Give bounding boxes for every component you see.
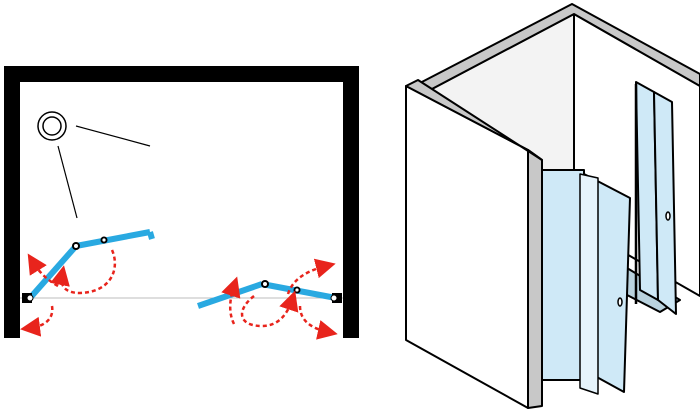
swing-arrow: [286, 258, 336, 295]
iso-front-wall-top: [405, 79, 543, 161]
plan-walls: [4, 66, 359, 338]
door-knob-icon: [617, 297, 623, 307]
shower-drain-icon: [37, 111, 67, 141]
swing-arrow: [241, 290, 299, 328]
swing-arrow: [221, 276, 241, 325]
hinge-pivot-icon: [22, 293, 34, 303]
left-door-panel-outer: [75, 229, 151, 249]
plan-wall-top: [4, 66, 359, 82]
plan-wall-left: [4, 66, 20, 338]
leader-line-door: [57, 145, 78, 219]
hinge-pivot-icon: [261, 280, 269, 288]
left-door-panel-inner: [27, 244, 79, 300]
hinge-pivot-icon: [72, 242, 80, 250]
swing-arrow: [298, 305, 338, 340]
iso-left-door-glass-mid: [579, 173, 599, 395]
plan-wall-right: [343, 66, 359, 338]
hinge-pivot-icon: [293, 286, 301, 294]
left-door: [20, 229, 155, 337]
swing-arrow: [50, 249, 117, 295]
leader-line-top: [75, 125, 151, 147]
iso-front-wall-edge: [527, 149, 543, 409]
plan-view: [4, 66, 359, 340]
hinge-pivot-icon: [330, 293, 342, 303]
swing-arrow: [20, 305, 54, 337]
iso-view: [405, 3, 700, 409]
hinge-pivot-icon: [100, 236, 108, 244]
iso-right-door-glass-2: [653, 91, 677, 315]
right-door: [197, 258, 342, 340]
iso-left-door-glass-back: [541, 169, 585, 381]
door-knob-icon: [665, 211, 671, 221]
